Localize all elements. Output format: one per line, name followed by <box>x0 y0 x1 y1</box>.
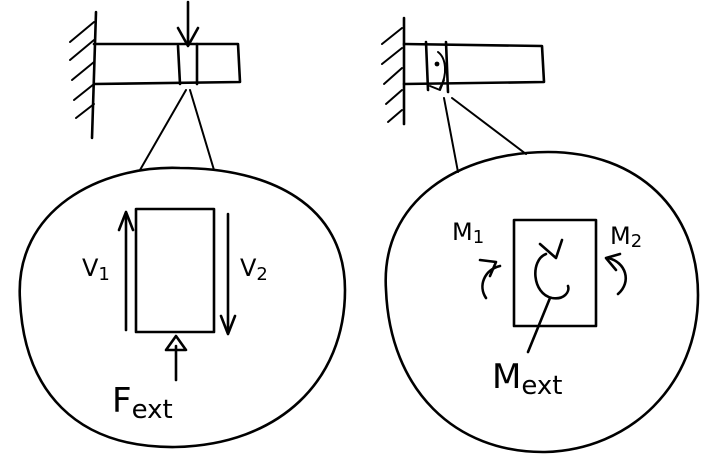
m2-label: M2 <box>610 222 642 252</box>
right-beam-detail <box>381 16 546 173</box>
moment-m2-curl <box>606 256 628 296</box>
m1-label: M1 <box>452 218 484 248</box>
right-beam <box>402 42 546 86</box>
left-applied-load-arrowhead <box>176 26 200 48</box>
moment-m1-arrowhead <box>478 258 498 278</box>
right-applied-moment-arrowhead <box>429 79 445 91</box>
right-element-rect <box>512 218 598 328</box>
moment-m2-arrowhead <box>604 252 622 272</box>
left-zoom-circle-group <box>18 166 347 449</box>
v2-label: V2 <box>240 254 268 285</box>
left-wall-line <box>90 10 98 140</box>
m-ext-curl <box>534 252 570 300</box>
right-beam-element <box>424 40 450 94</box>
shear-v2-arrowhead <box>219 314 237 336</box>
left-wall-hatching <box>69 21 95 119</box>
v1-label: V1 <box>82 254 110 285</box>
left-element-rect <box>134 207 216 334</box>
m-ext-arrowhead <box>538 238 564 260</box>
f-ext-arrowhead <box>164 334 188 352</box>
right-element-dot <box>434 61 440 67</box>
right-zoom-circle <box>384 150 700 454</box>
left-zoom-circle <box>18 166 347 449</box>
right-wall-hatching <box>381 27 403 123</box>
right-zoom-leader <box>443 97 527 173</box>
left-beam <box>92 42 242 86</box>
moment-m1-curl <box>481 264 502 300</box>
left-beam-detail <box>69 0 242 171</box>
m-ext-label: Mext <box>492 357 562 401</box>
shear-v1-arrowhead <box>117 210 135 232</box>
right-labels: M1 M2 Mext <box>452 218 642 401</box>
right-zoom-circle-group <box>384 150 700 454</box>
f-ext-label: Fext <box>112 381 173 425</box>
left-beam-element <box>176 42 199 86</box>
left-labels: V1 V2 Fext <box>82 254 268 425</box>
m-ext-leader <box>526 296 552 354</box>
left-zoom-leader <box>139 89 215 171</box>
